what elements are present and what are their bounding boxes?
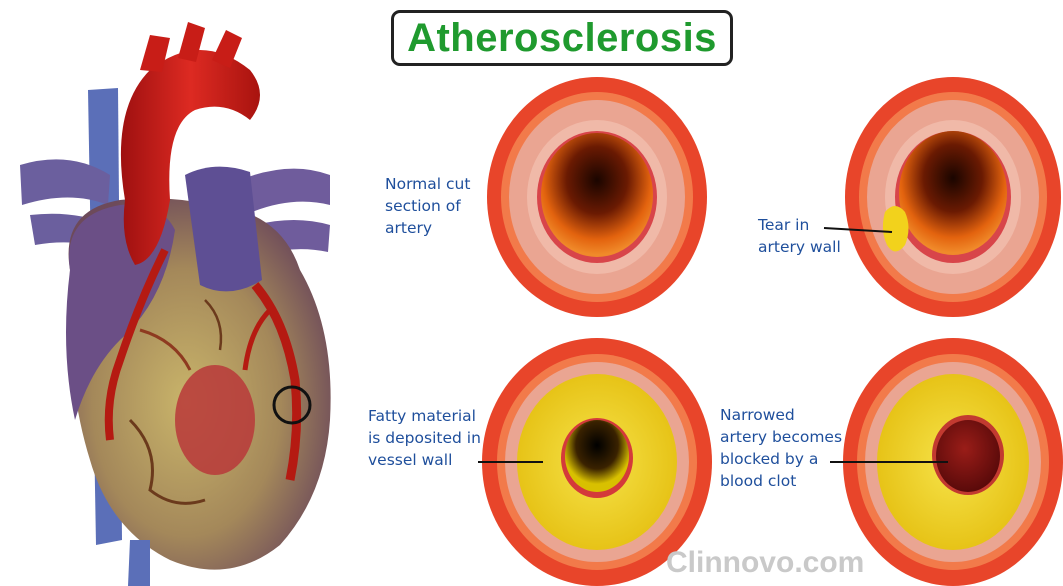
inferior-vena-cava xyxy=(128,540,150,586)
title-box: Atherosclerosis xyxy=(391,10,733,66)
artery-fatty-lumen xyxy=(565,420,629,492)
artery-normal-lumen xyxy=(541,133,653,257)
label-tear: Tear in artery wall xyxy=(758,214,841,258)
heart-illustration xyxy=(20,22,331,586)
damaged-muscle-patch xyxy=(175,365,255,475)
label-blocked: Narrowed artery becomes blocked by a blo… xyxy=(720,404,842,492)
artery-tear xyxy=(845,77,1061,317)
label-normal: Normal cut section of artery xyxy=(385,173,470,239)
page-title: Atherosclerosis xyxy=(407,16,717,61)
label-fatty: Fatty material is deposited in vessel wa… xyxy=(368,405,481,471)
artery-tear-lumen xyxy=(899,131,1007,255)
blood-clot xyxy=(936,420,1000,492)
watermark: Clinnovo.com xyxy=(666,546,864,580)
artery-normal xyxy=(487,77,707,317)
